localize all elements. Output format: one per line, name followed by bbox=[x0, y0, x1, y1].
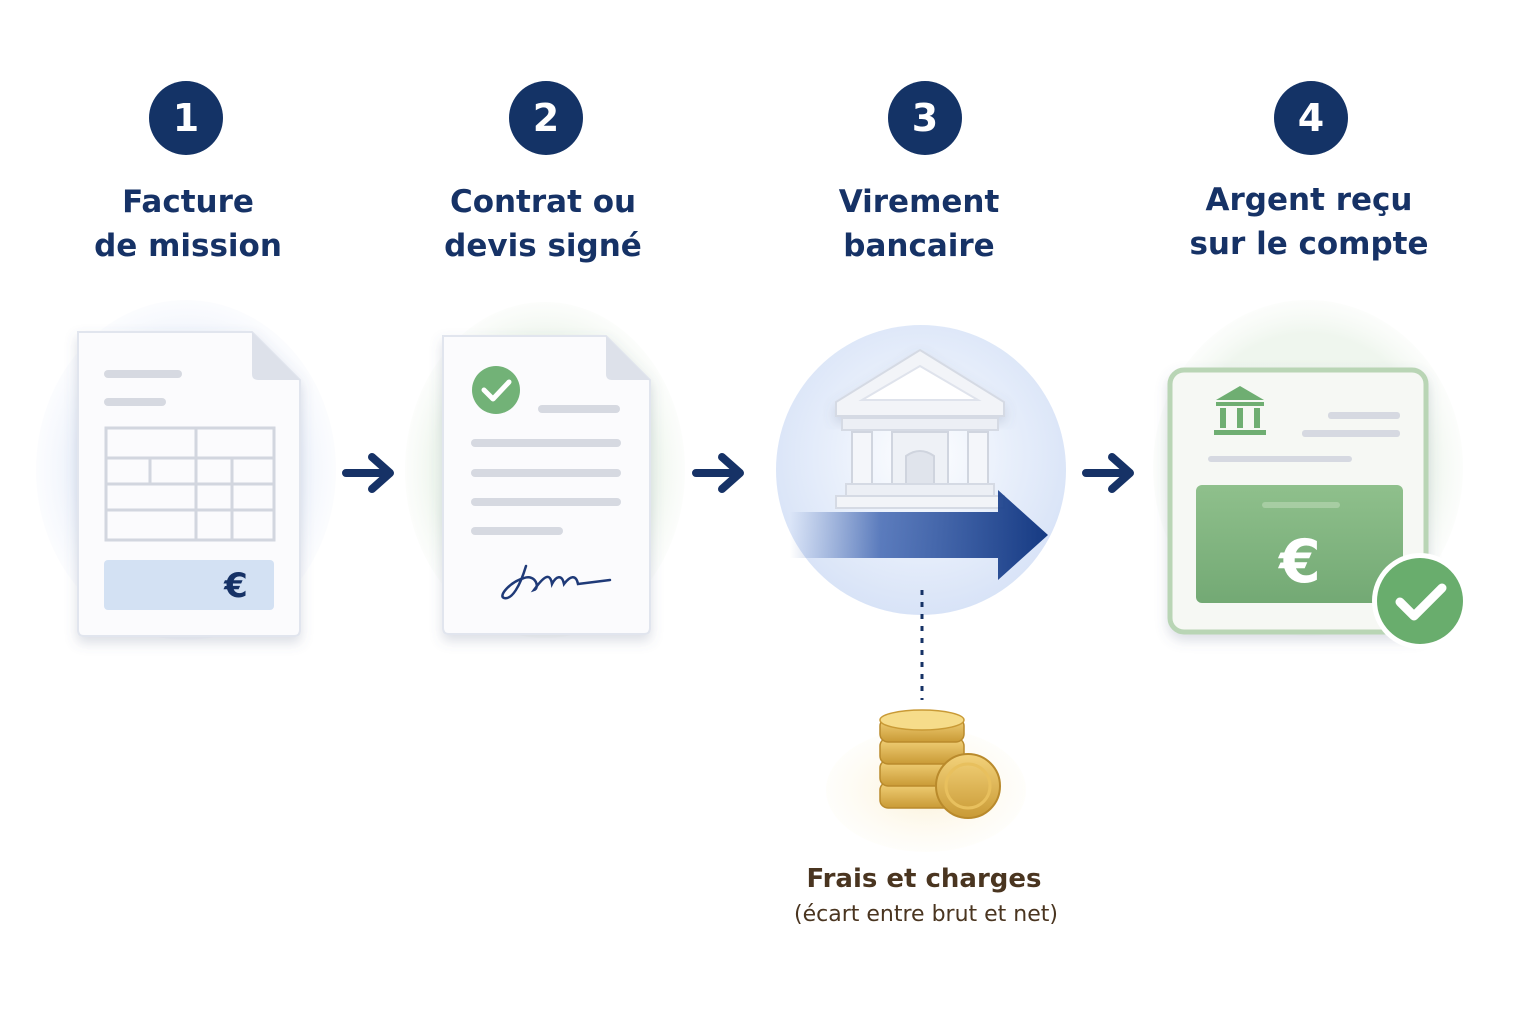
check-icon bbox=[1372, 553, 1468, 649]
step-4-number: 4 bbox=[1297, 96, 1325, 140]
bank-account-card-icon bbox=[1153, 300, 1463, 636]
bank-transfer-icon bbox=[776, 325, 1066, 615]
signed-contract-icon bbox=[405, 302, 685, 638]
step-4-title: Argent reçu sur le compte bbox=[1149, 178, 1469, 266]
step-4-badge: 4 bbox=[1274, 81, 1348, 155]
arrow-right-icon bbox=[342, 453, 394, 493]
step-4-title-line2: sur le compte bbox=[1189, 226, 1429, 262]
step-1-title-line1: Facture bbox=[122, 184, 254, 220]
arrow-right-icon bbox=[692, 453, 744, 493]
step-1-number: 1 bbox=[172, 96, 200, 140]
step-4-title-line1: Argent reçu bbox=[1205, 182, 1413, 218]
step-3-title-line1: Virement bbox=[838, 184, 1000, 220]
step-3-title: Virement bancaire bbox=[759, 180, 1079, 268]
invoice-document-icon bbox=[36, 300, 336, 640]
fees-title: Frais et charges bbox=[806, 864, 1042, 894]
step-3-badge: 3 bbox=[888, 81, 962, 155]
coins-icon bbox=[826, 709, 1026, 852]
step-1-title-line2: de mission bbox=[94, 228, 282, 264]
fees-subtitle: (écart entre brut et net) bbox=[794, 902, 1058, 927]
step-2-title: Contrat ou devis signé bbox=[383, 180, 703, 268]
step-3-number: 3 bbox=[911, 96, 939, 140]
account-euro-symbol: € bbox=[1277, 527, 1321, 597]
arrow-right-icon bbox=[1082, 453, 1134, 493]
step-2-title-line1: Contrat ou bbox=[449, 184, 637, 220]
step-3-title-line2: bancaire bbox=[843, 228, 995, 264]
step-2-number: 2 bbox=[532, 96, 560, 140]
step-1-badge: 1 bbox=[149, 81, 223, 155]
step-2-badge: 2 bbox=[509, 81, 583, 155]
step-2-title-line2: devis signé bbox=[444, 228, 642, 264]
step-1-title: Facture de mission bbox=[28, 180, 348, 268]
invoice-euro-symbol: € bbox=[223, 566, 248, 606]
